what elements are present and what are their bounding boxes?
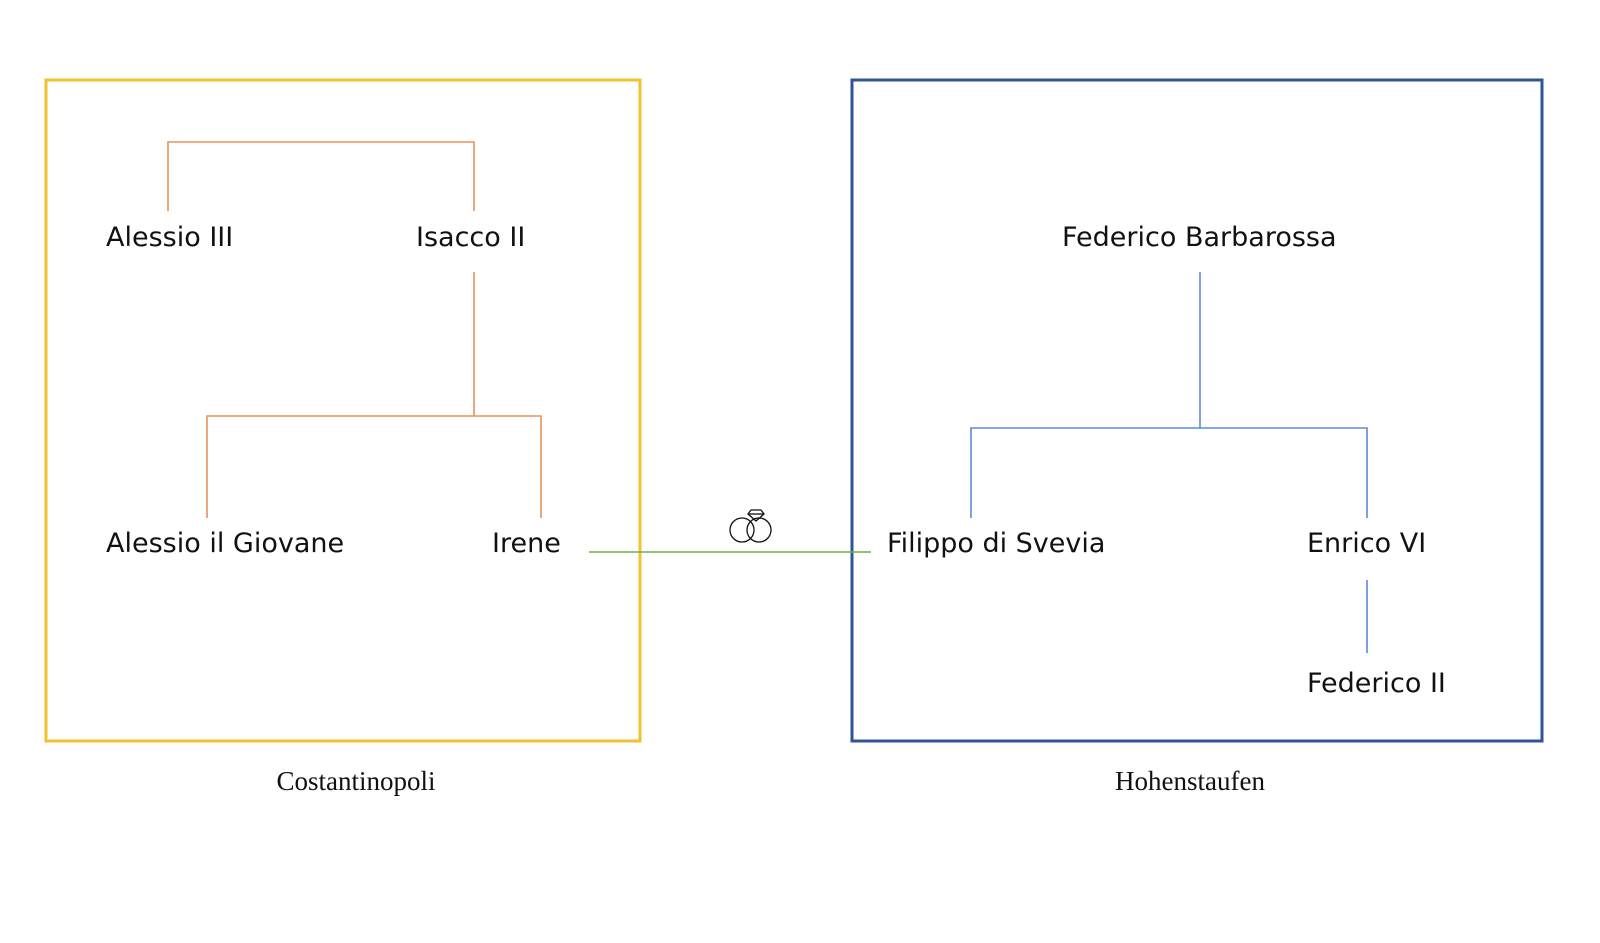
caption-costantinopoli: Costantinopoli xyxy=(276,766,435,796)
person-federico-ii: Federico II xyxy=(1307,668,1446,699)
costantinopoli-connectors xyxy=(167,141,542,518)
person-filippo-di-svevia: Filippo di Svevia xyxy=(887,528,1105,559)
caption-hohenstaufen: Hohenstaufen xyxy=(1115,766,1265,796)
children-connector-barbarossa xyxy=(970,427,1368,518)
person-alessio-iii: Alessio III xyxy=(106,222,233,253)
person-federico-barbarossa: Federico Barbarossa xyxy=(1062,222,1337,253)
person-enrico-vi: Enrico VI xyxy=(1307,528,1426,559)
children-connector-isacco xyxy=(206,415,542,518)
sibling-connector-alessio-isacco xyxy=(167,141,475,211)
wedding-rings-icon xyxy=(729,509,772,543)
person-alessio-il-giovane: Alessio il Giovane xyxy=(106,528,344,559)
person-isacco-ii: Isacco II xyxy=(416,222,525,253)
costantinopoli-frame xyxy=(44,78,642,743)
hohenstaufen-connectors xyxy=(970,272,1368,653)
person-irene: Irene xyxy=(492,528,561,559)
hohenstaufen-frame xyxy=(850,78,1544,743)
